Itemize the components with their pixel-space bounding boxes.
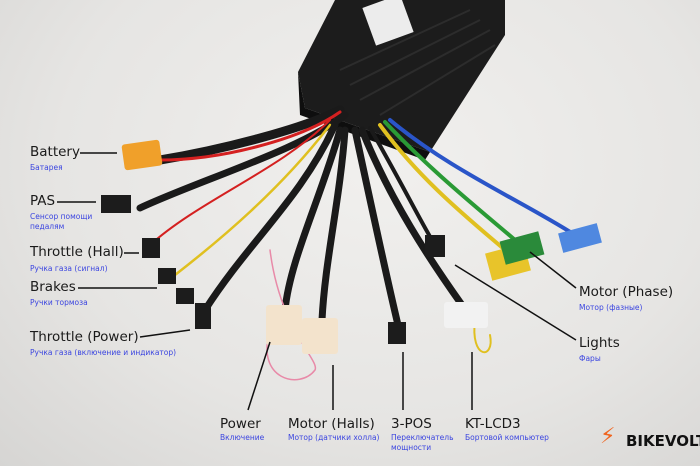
label-throttle-hall: Throttle (Hall) bbox=[30, 244, 124, 260]
sublabel-power: Включение bbox=[220, 433, 265, 442]
connectors bbox=[101, 139, 602, 354]
label-power: Power bbox=[220, 416, 261, 432]
sublabel-throttle-power: Ручка газа (включение и индикатор) bbox=[30, 348, 177, 357]
label-lights: Lights bbox=[579, 335, 620, 351]
sublabel-motor-phase: Мотор (фазные) bbox=[579, 303, 643, 312]
sublabel-kt-lcd3: Бортовой компьютер bbox=[465, 433, 549, 442]
logo-text: BIKEVOLT bbox=[626, 432, 700, 450]
label-motor-phase: Motor (Phase) bbox=[579, 284, 674, 300]
label-3pos: 3-POS bbox=[391, 416, 432, 432]
lightning-icon: ⚡ bbox=[600, 424, 616, 449]
label-pas: PAS bbox=[30, 193, 56, 209]
sublabel-pas: Сенсор помощи педалям bbox=[30, 212, 93, 231]
sublabel-throttle-hall: Ручка газа (сигнал) bbox=[30, 264, 108, 273]
sublabel-3pos: Переключатель мощности bbox=[391, 433, 454, 452]
label-kt-lcd3: KT-LCD3 bbox=[465, 416, 521, 432]
label-motor-halls: Motor (Halls) bbox=[288, 416, 375, 432]
sublabel-battery: Батарея bbox=[30, 163, 63, 172]
label-brakes: Brakes bbox=[30, 279, 76, 295]
label-throttle-power: Throttle (Power) bbox=[30, 329, 139, 345]
label-battery: Battery bbox=[30, 144, 80, 160]
sublabel-motor-halls: Мотор (датчики холла) bbox=[288, 433, 380, 442]
sublabel-lights: Фары bbox=[579, 354, 601, 363]
sublabel-brakes: Ручки тормоза bbox=[30, 298, 88, 307]
bikevolt-logo: ⚡ BIKEVOLT bbox=[600, 424, 700, 450]
leader-lines bbox=[57, 152, 577, 411]
